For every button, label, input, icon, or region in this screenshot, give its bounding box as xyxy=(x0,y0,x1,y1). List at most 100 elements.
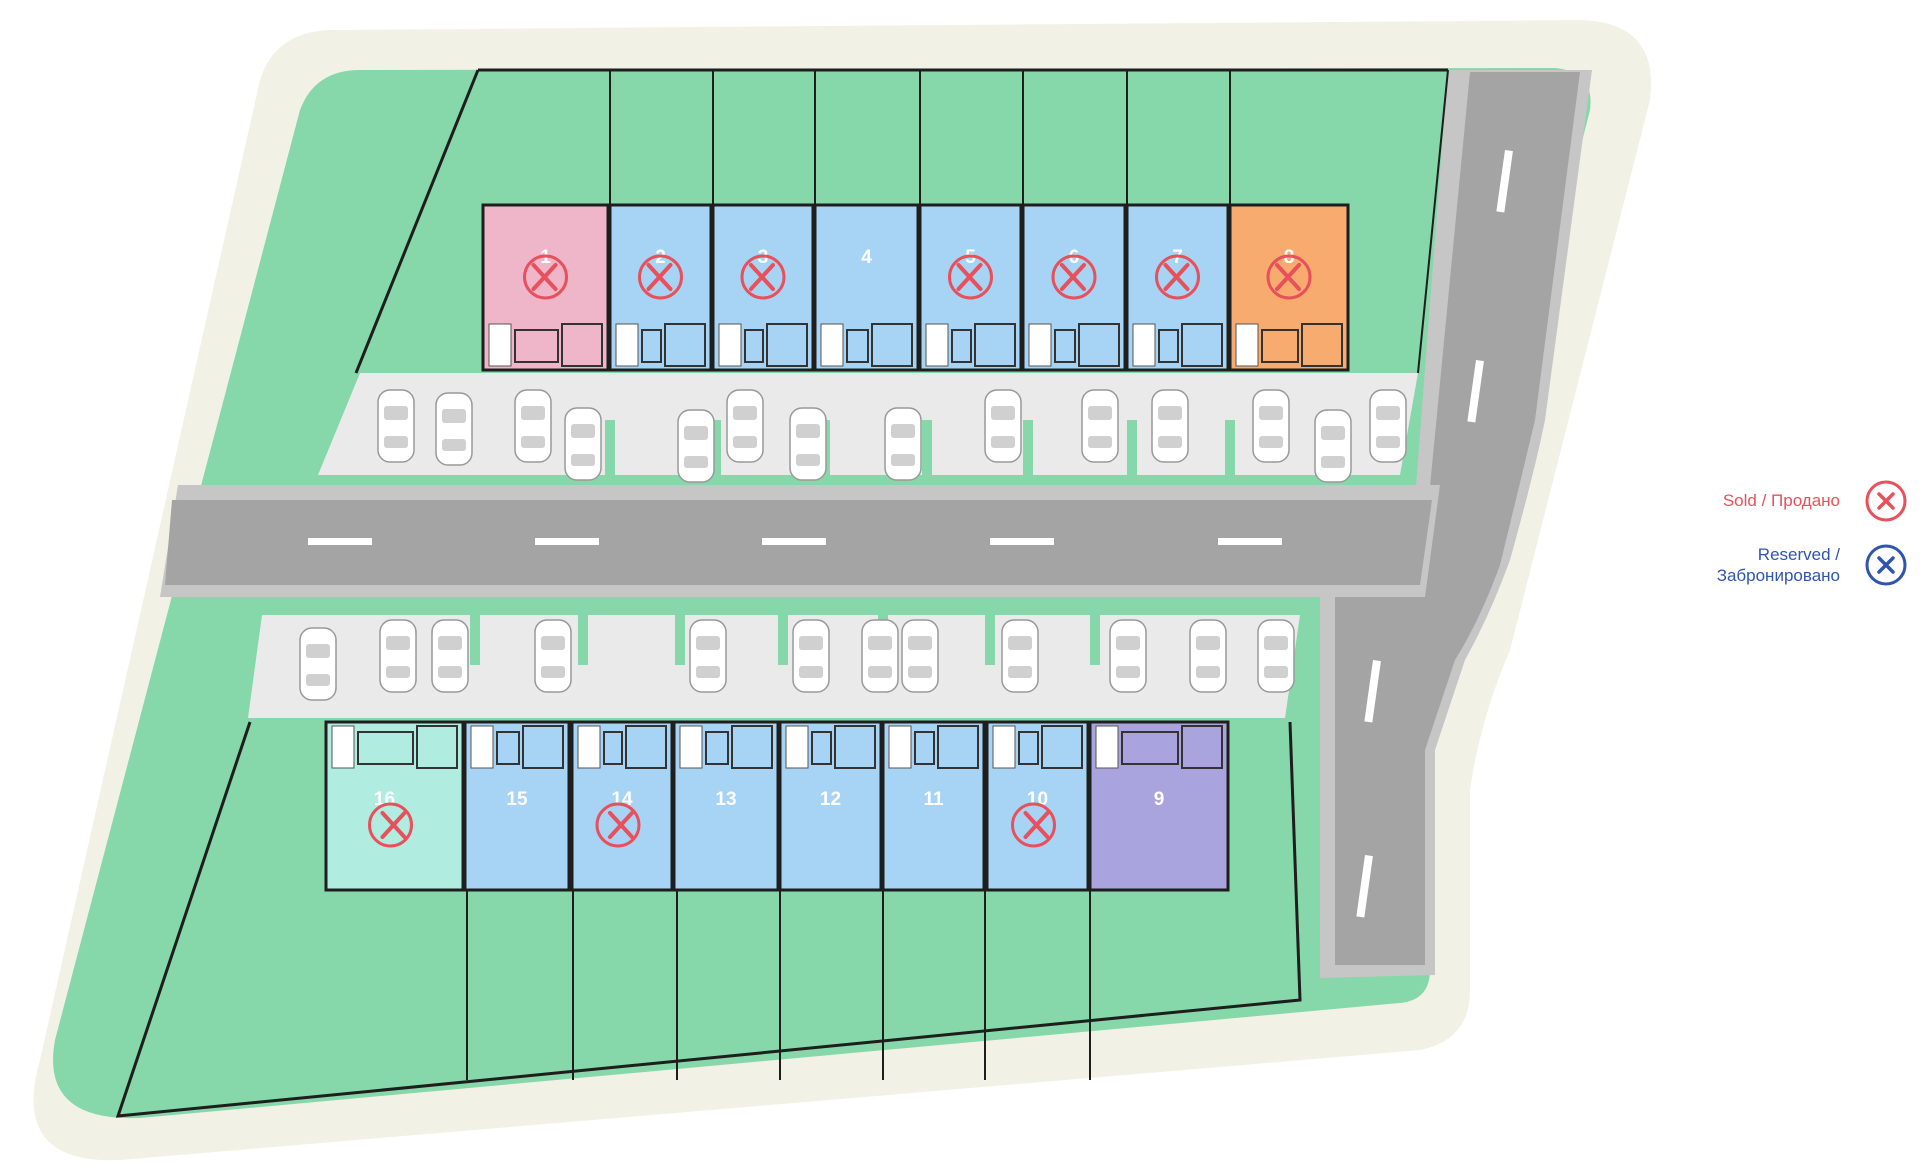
car-icon xyxy=(431,619,469,693)
car-windshield xyxy=(799,636,823,650)
sold-x-icon xyxy=(1266,254,1312,300)
room-outline xyxy=(1158,329,1179,363)
sold-x-icon xyxy=(523,254,568,300)
sold-x-mark xyxy=(956,263,983,291)
parking-divider xyxy=(1127,420,1137,475)
room-outline xyxy=(846,329,869,363)
car-windshield xyxy=(1264,636,1288,650)
car-icon xyxy=(1252,389,1290,463)
parking-divider xyxy=(578,615,588,665)
unit-number: 11 xyxy=(923,789,944,810)
car-body xyxy=(984,389,1022,463)
sold-x-icon xyxy=(595,802,641,848)
parking-divider xyxy=(1023,420,1033,475)
car-icon xyxy=(1369,389,1407,463)
car-rear-window xyxy=(386,666,410,678)
sold-x-mark xyxy=(1163,263,1190,291)
unit-number: 12 xyxy=(820,789,841,810)
car-body xyxy=(435,392,473,466)
car-body xyxy=(1314,409,1352,483)
car-windshield xyxy=(796,424,820,438)
unit-7: 7 xyxy=(1125,203,1230,372)
parking-divider xyxy=(675,615,685,665)
car-body xyxy=(1189,619,1227,693)
car-body xyxy=(1369,389,1407,463)
car-rear-window xyxy=(891,454,915,466)
room-outline xyxy=(1018,731,1039,765)
unit-2: 2 xyxy=(608,203,713,372)
stair-icon xyxy=(888,725,912,769)
sold-x-mark xyxy=(1060,263,1086,291)
unit-6: 6 xyxy=(1021,203,1127,372)
unit-number: 13 xyxy=(715,789,736,810)
car-windshield xyxy=(386,636,410,650)
sold-x-icon xyxy=(1011,802,1056,848)
car-icon xyxy=(377,389,415,463)
stair-icon xyxy=(577,725,601,769)
car-windshield xyxy=(1116,636,1140,650)
car-icon xyxy=(534,619,572,693)
room-outline xyxy=(1078,323,1120,367)
car-rear-window xyxy=(1088,436,1112,448)
car-body xyxy=(564,407,602,481)
car-rear-window xyxy=(438,666,462,678)
car-windshield xyxy=(1158,406,1182,420)
car-icon xyxy=(1314,409,1352,483)
parking-divider xyxy=(711,420,721,475)
road-lane-dash xyxy=(1356,855,1373,918)
unit-14: 14 xyxy=(570,720,674,892)
room-outline xyxy=(357,731,414,765)
unit-11: 11 xyxy=(881,720,986,892)
car-windshield xyxy=(384,406,408,420)
legend-sold-label: Sold / Продано xyxy=(1722,491,1840,510)
terrain xyxy=(33,20,1652,1161)
sold-x-icon[interactable] xyxy=(1864,479,1908,523)
room-outline xyxy=(561,323,603,367)
car-rear-window xyxy=(571,454,595,466)
room-outline xyxy=(514,329,559,363)
car-icon xyxy=(901,619,939,693)
parking-divider xyxy=(1090,615,1100,665)
room-outline xyxy=(951,329,972,363)
room-outline xyxy=(974,323,1016,367)
car-windshield xyxy=(1088,406,1112,420)
unit-3: 3 xyxy=(711,203,815,372)
lot-line xyxy=(115,721,1302,1118)
car-body xyxy=(726,389,764,463)
car-icon xyxy=(861,619,899,693)
unit-12: 12 xyxy=(778,720,883,892)
room-outline xyxy=(834,725,876,769)
room-outline xyxy=(914,731,935,765)
room-outline xyxy=(1301,323,1343,367)
car-icon xyxy=(379,619,417,693)
car-rear-window xyxy=(384,436,408,448)
car-body xyxy=(789,407,827,481)
legend-sold: Sold / Продано xyxy=(1700,490,1840,511)
reserved-x-icon[interactable] xyxy=(1864,543,1908,587)
car-rear-window xyxy=(868,666,892,678)
sold-x-icon xyxy=(368,802,413,848)
car-body xyxy=(1001,619,1039,693)
stair-icon xyxy=(679,725,703,769)
car-body xyxy=(377,389,415,463)
unit-number: 4 xyxy=(861,247,872,268)
car-rear-window xyxy=(1158,436,1182,448)
stair-icon xyxy=(1132,323,1156,367)
car-rear-window xyxy=(733,436,757,448)
parking-divider xyxy=(778,615,788,665)
sold-x-mark xyxy=(380,811,407,839)
car-icon xyxy=(514,389,552,463)
car-rear-window xyxy=(541,666,565,678)
sold-x-icon xyxy=(948,254,993,300)
stair-icon xyxy=(470,725,494,769)
room-outline xyxy=(1054,329,1076,363)
car-rear-window xyxy=(1008,666,1032,678)
car-rear-window xyxy=(696,666,720,678)
unit-number: 16 xyxy=(374,789,395,810)
room-outline xyxy=(1261,329,1299,363)
room-outline xyxy=(811,731,832,765)
room-outline xyxy=(731,725,773,769)
car-body xyxy=(861,619,899,693)
